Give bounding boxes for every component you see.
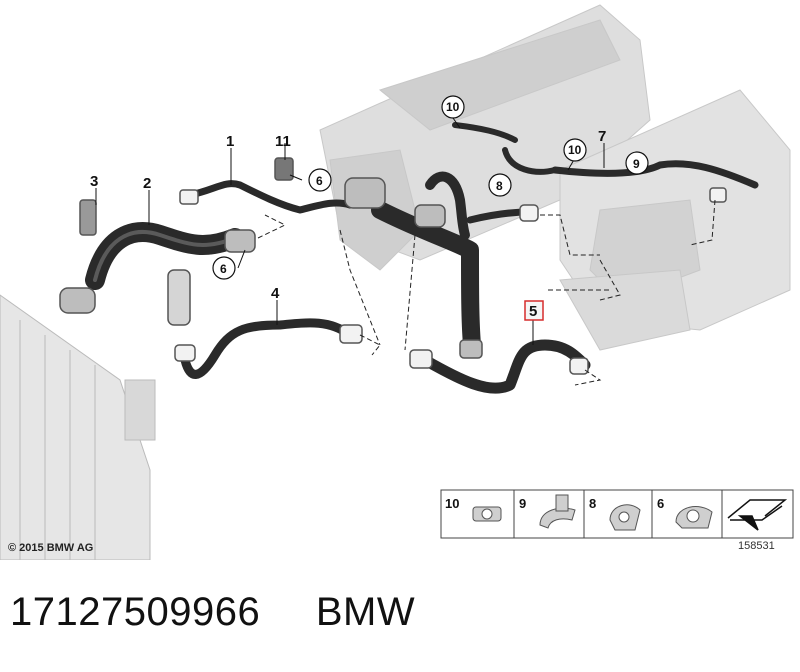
- callout-1: 1: [226, 133, 234, 150]
- hose-part-4: [180, 318, 355, 379]
- clip-9-icon: [539, 494, 576, 529]
- hose-part-7: [551, 160, 759, 189]
- brand-name: BMW: [315, 590, 416, 634]
- clip-6-icon: [675, 506, 713, 529]
- copyright: © 2015 BMW AG: [8, 542, 94, 554]
- callout-2: 2: [143, 175, 151, 192]
- legend-label-8: 8: [589, 496, 596, 511]
- circled-callouts: [212, 95, 649, 280]
- callout-3: 3: [90, 173, 98, 190]
- legend-label-6: 6: [657, 496, 664, 511]
- callout-7: 7: [598, 128, 606, 145]
- callout-4: 4: [271, 285, 280, 302]
- clip-legend: 10 9 8 6: [440, 489, 794, 539]
- callout-10-right: 10: [568, 143, 582, 157]
- hoses: [85, 122, 759, 394]
- hose-part-8: [502, 147, 558, 175]
- caption: 17127509966 BMW: [10, 590, 415, 635]
- clip-8-icon: [609, 504, 641, 531]
- callout-10-left: 10: [446, 100, 460, 114]
- callout-6-bottom: 6: [220, 262, 227, 276]
- hose-main: [371, 201, 481, 354]
- clip-10-icon: [472, 506, 502, 522]
- legend-label-9: 9: [519, 496, 526, 511]
- guide-lines: [257, 199, 716, 386]
- hose-part-10: [452, 122, 518, 143]
- leader-lines: [95, 117, 605, 345]
- engine-background: [319, 4, 791, 351]
- legend-label-10: 10: [445, 496, 459, 511]
- part-number: 17127509966: [10, 590, 261, 634]
- callout-8: 8: [496, 179, 503, 193]
- hose-part-1: [186, 180, 354, 214]
- callout-9: 9: [633, 157, 640, 171]
- callout-11: 11: [275, 133, 291, 150]
- callout-6-top: 6: [316, 174, 323, 188]
- callout-5: 5: [529, 303, 537, 320]
- hose-part-5: [419, 339, 591, 394]
- fittings: [59, 157, 727, 375]
- callout-5-highlight: [524, 300, 544, 321]
- diagram-id: 158531: [738, 540, 775, 552]
- parts-diagram: 1 2 3 4 7 11 5 6 6 8 9 10 10: [0, 4, 794, 560]
- radiator: [0, 294, 156, 560]
- note-arrow-icon: [727, 499, 788, 531]
